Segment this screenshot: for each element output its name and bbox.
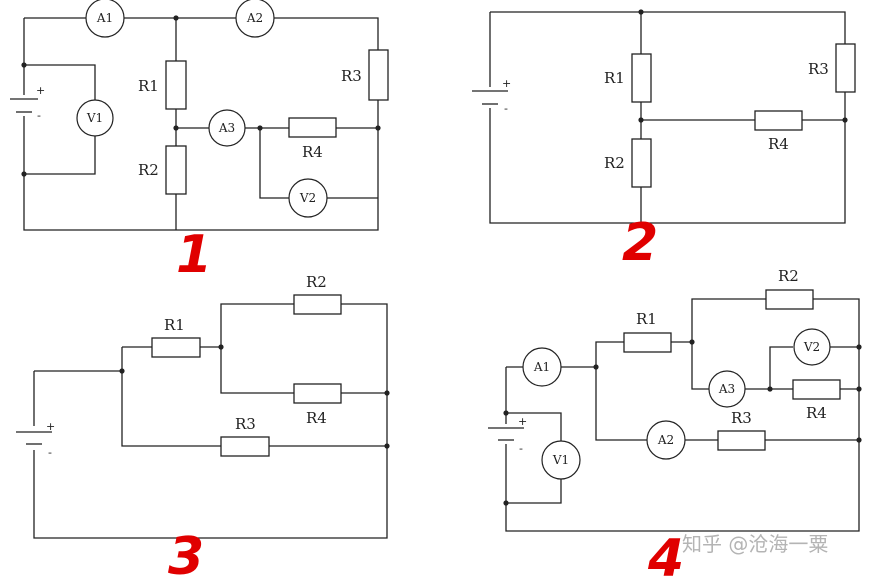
r3-label: R3	[731, 409, 752, 427]
battery-1-plus: +	[36, 84, 45, 97]
ammeter-a1-d4: A1	[522, 347, 562, 387]
r3-label: R3	[235, 415, 256, 433]
r1-label: R1	[138, 77, 159, 95]
diagram-number-4: 4	[647, 529, 684, 579]
resistor-r3-d4: R3	[717, 409, 766, 451]
voltmeter-v1-d4: V1	[541, 440, 581, 480]
resistor-r4-d1: R4	[288, 117, 337, 161]
r4-label: R4	[768, 135, 789, 153]
resistor-r1-d4: R1	[623, 310, 672, 353]
battery-3-minus: -	[48, 446, 52, 459]
v1-label: V1	[86, 111, 103, 125]
r3-label: R3	[341, 67, 362, 85]
resistor-r4-d2: R4	[754, 110, 803, 153]
battery-4-plus: +	[518, 415, 527, 428]
r4-label: R4	[806, 404, 827, 422]
a3-label: A3	[218, 121, 235, 135]
r2-label: R2	[306, 273, 327, 291]
v1-label: V1	[552, 453, 569, 467]
circuit-diagram-1: + - R1 R2 R3 R4 A1 A2 A	[6, 0, 389, 285]
resistor-r3-d2: R3	[808, 43, 856, 93]
ammeter-a2-d4: A2	[646, 420, 686, 460]
r3-label: R3	[808, 60, 829, 78]
v2-label: V2	[803, 340, 820, 354]
diagram-number-2: 2	[622, 213, 658, 273]
ammeter-a2-d1: A2	[235, 0, 275, 38]
a2-label: A2	[657, 433, 674, 447]
ammeter-a1-d1: A1	[85, 0, 125, 38]
r1-label: R1	[164, 316, 185, 334]
diagram-number-3: 3	[168, 527, 204, 579]
diagram-number-1: 1	[176, 225, 212, 285]
circuit-diagram-3: + - R1 R2 R3 R4 3	[12, 273, 390, 579]
circuit-diagram-4: + - R1 R2 R3 R4 A1 A2 A3	[486, 267, 862, 579]
a1-label: A1	[96, 11, 113, 25]
r2-label: R2	[778, 267, 799, 285]
voltmeter-v1-d1: V1	[76, 99, 114, 137]
a2-label: A2	[246, 11, 263, 25]
resistor-r4-d4: R4	[792, 379, 841, 422]
r1-label: R1	[604, 69, 625, 87]
circuit-diagram-2: + - R1 R2 R3 R4 2	[470, 9, 856, 273]
resistor-r2-d4: R2	[765, 267, 814, 310]
watermark-text: 知乎 @沧海一粟	[682, 532, 828, 556]
resistor-r1-d1: R1	[138, 60, 187, 110]
battery-2-plus: +	[502, 77, 511, 90]
battery-4: + -	[486, 415, 527, 455]
r1-label: R1	[636, 310, 657, 328]
battery-4-minus: -	[519, 442, 523, 455]
battery-3: + -	[12, 420, 56, 459]
resistor-r4-d3: R4	[293, 383, 342, 427]
battery-2: + -	[470, 77, 511, 115]
v2-label: V2	[299, 191, 316, 205]
ammeter-a3-d4: A3	[708, 370, 746, 408]
resistor-r1-d3: R1	[151, 316, 201, 358]
r2-label: R2	[604, 154, 625, 172]
battery-1-minus: -	[37, 109, 41, 122]
resistor-r3-d1: R3	[341, 49, 389, 101]
battery-3-plus: +	[46, 420, 55, 433]
battery-1: + -	[6, 84, 45, 122]
voltmeter-v2-d1: V2	[288, 178, 328, 218]
ammeter-a3-d1: A3	[208, 109, 246, 147]
a3-label: A3	[718, 382, 735, 396]
battery-2-minus: -	[504, 102, 508, 115]
r4-label: R4	[306, 409, 327, 427]
a1-label: A1	[533, 360, 550, 374]
resistor-r2-d3: R2	[293, 273, 342, 315]
voltmeter-v2-d4: V2	[793, 328, 831, 366]
resistor-r1-d2: R1	[604, 53, 652, 103]
resistor-r3-d3: R3	[220, 415, 270, 457]
r2-label: R2	[138, 161, 159, 179]
resistor-r2-d1: R2	[138, 145, 187, 195]
resistor-r2-d2: R2	[604, 138, 652, 188]
r4-label: R4	[302, 143, 323, 161]
